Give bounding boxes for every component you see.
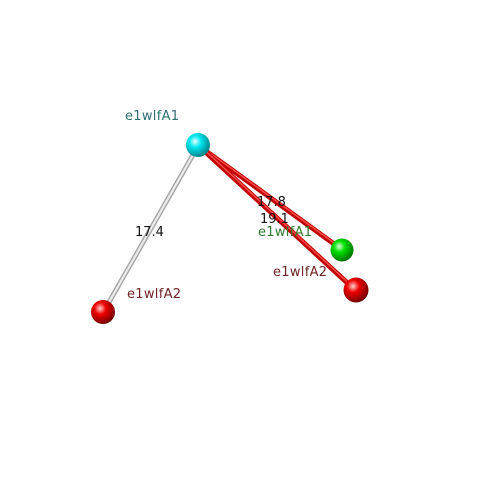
- bond-a-c-highlight: [198, 144, 356, 290]
- distance-label-a-d: 17.4: [135, 225, 164, 240]
- bond-a-b-highlight: [198, 144, 342, 249]
- distance-label-a-c: 19.1: [260, 212, 289, 227]
- bond-a-b: [196, 143, 344, 252]
- atom-b-green-sphere[interactable]: [330, 238, 354, 262]
- atom-a-label: e1wlfA1: [125, 109, 179, 124]
- atom-d-label: e1wlfA2: [127, 287, 181, 302]
- atom-b-label: e1wlfA1: [258, 225, 312, 240]
- atom-c-red-sphere[interactable]: [343, 277, 369, 303]
- bond-a-d-highlight: [103, 145, 199, 312]
- atom-d-red-sphere[interactable]: [91, 300, 115, 324]
- atom-a-cyan-sphere[interactable]: [186, 133, 210, 157]
- distance-label-a-b: 17.8: [257, 195, 286, 210]
- atom-c-label: e1wlfA2: [273, 265, 327, 280]
